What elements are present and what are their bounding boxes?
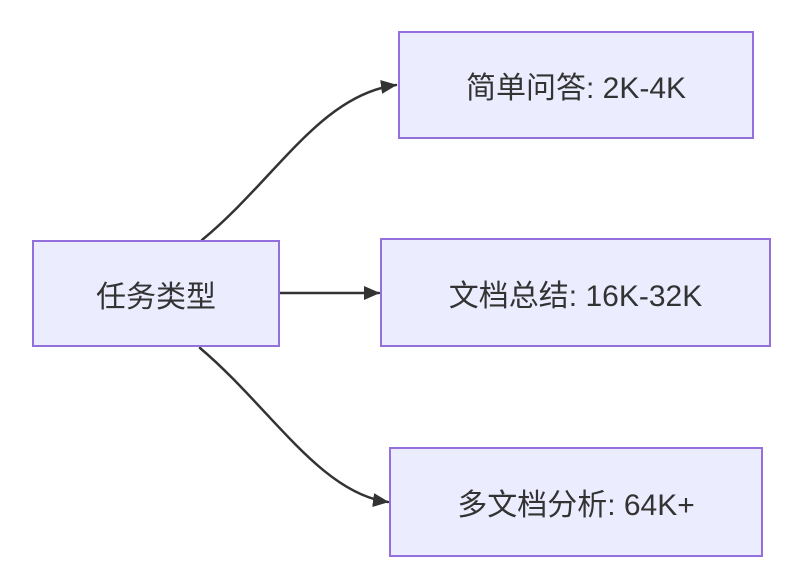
node-simple-qa: 简单问答: 2K-4K	[398, 31, 754, 139]
node-doc-summary: 文档总结: 16K-32K	[380, 238, 771, 347]
edge-root-to-multi-doc	[198, 346, 390, 507]
node-multi-doc: 多文档分析: 64K+	[389, 447, 763, 557]
node-label: 简单问答: 2K-4K	[465, 72, 687, 105]
node-label: 多文档分析: 64K+	[457, 489, 695, 522]
node-label: 文档总结: 16K-32K	[448, 279, 703, 313]
edge-root-to-simple-qa	[200, 80, 398, 242]
node-task-type: 任务类型	[32, 240, 280, 347]
node-label: 任务类型	[96, 280, 216, 314]
